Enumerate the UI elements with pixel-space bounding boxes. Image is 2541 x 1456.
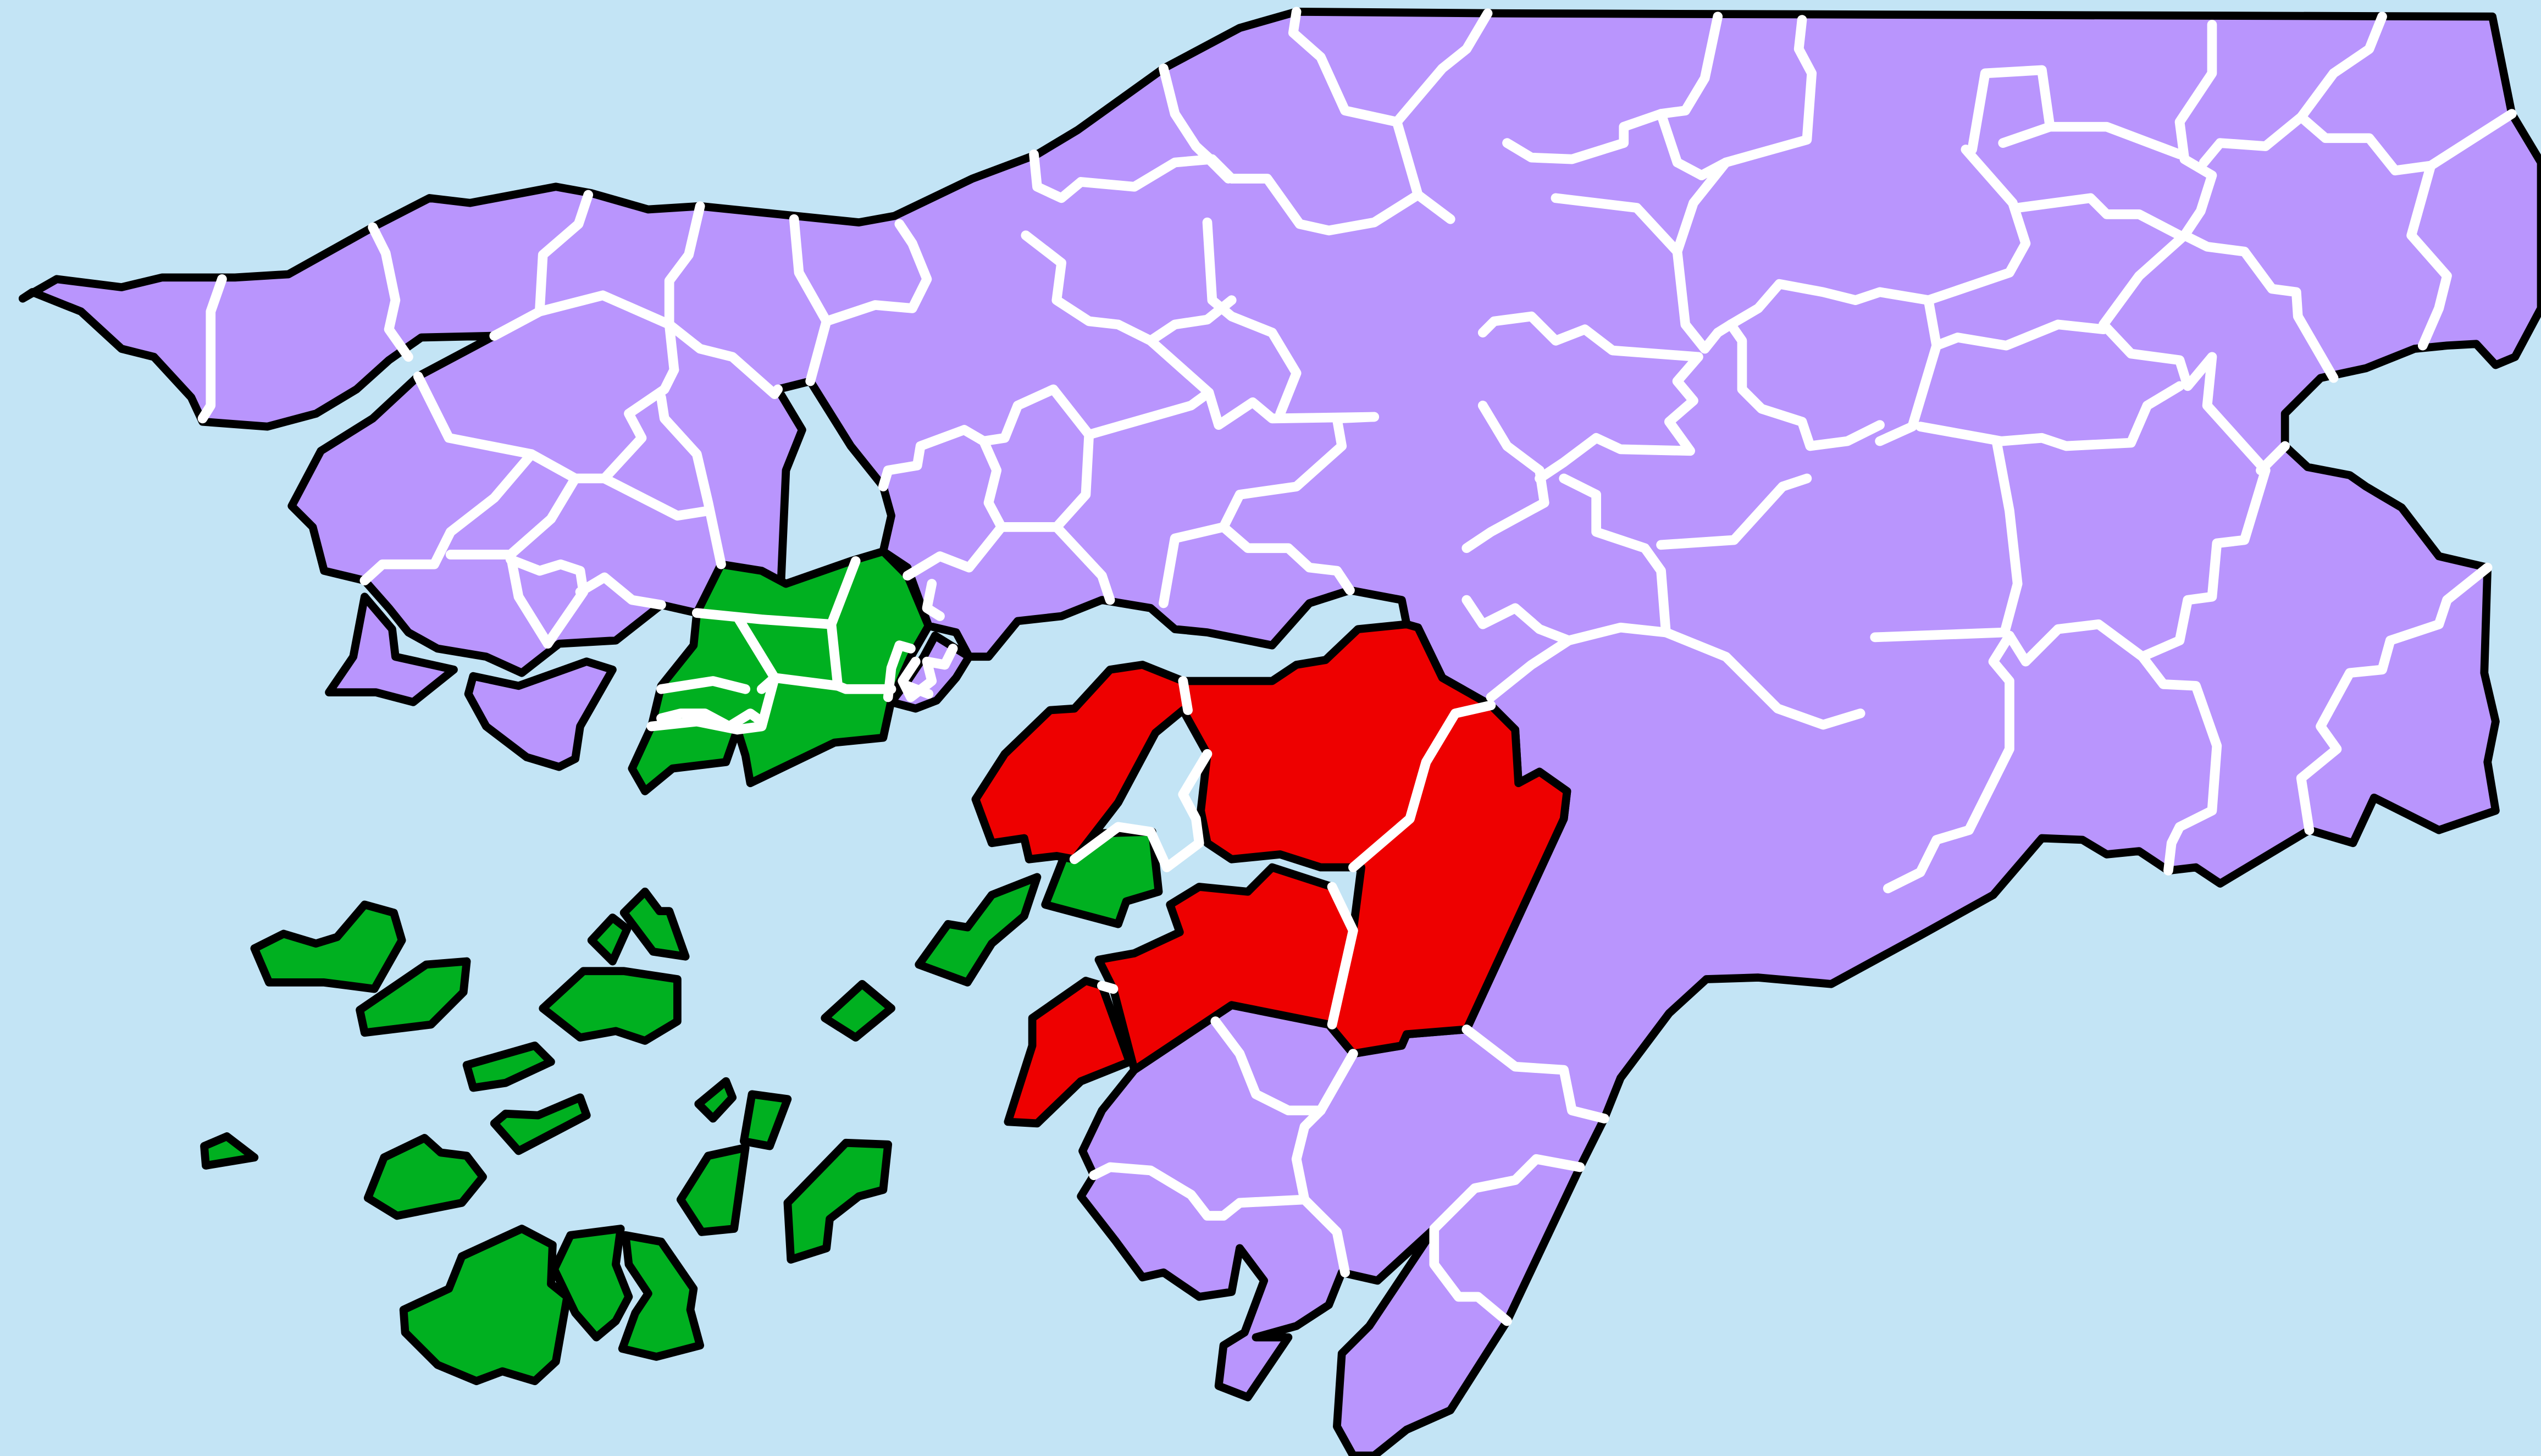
green-island-3[interactable] <box>587 914 632 966</box>
green-island-15[interactable] <box>915 873 1042 987</box>
green-island-6[interactable] <box>462 1042 555 1092</box>
green-island-14[interactable] <box>821 979 895 1042</box>
green-island-1[interactable] <box>250 900 406 993</box>
green-island-18[interactable] <box>550 1225 633 1342</box>
green-island-9[interactable] <box>363 1134 487 1220</box>
coastal-island-south-west[interactable] <box>464 657 617 771</box>
green-island-2[interactable] <box>356 957 471 1037</box>
green-island-7[interactable] <box>490 1093 591 1155</box>
green-island-19[interactable] <box>618 1231 705 1361</box>
green-island-5[interactable] <box>539 967 682 1045</box>
red-sector-south-west[interactable] <box>1004 977 1134 1128</box>
coastal-island-west[interactable] <box>325 593 458 706</box>
green-island-10[interactable] <box>694 1077 737 1123</box>
green-island-17[interactable] <box>399 1225 572 1386</box>
green-island-11[interactable] <box>739 1090 792 1150</box>
green-island-13[interactable] <box>783 1138 893 1264</box>
mainland[interactable] <box>18 7 2541 1456</box>
green-island-4[interactable] <box>619 887 690 961</box>
green-island-12[interactable] <box>676 1143 750 1236</box>
green-island-8[interactable] <box>200 1132 259 1170</box>
internal-borders <box>197 7 2517 1326</box>
red-sector-north[interactable] <box>971 620 1571 1074</box>
